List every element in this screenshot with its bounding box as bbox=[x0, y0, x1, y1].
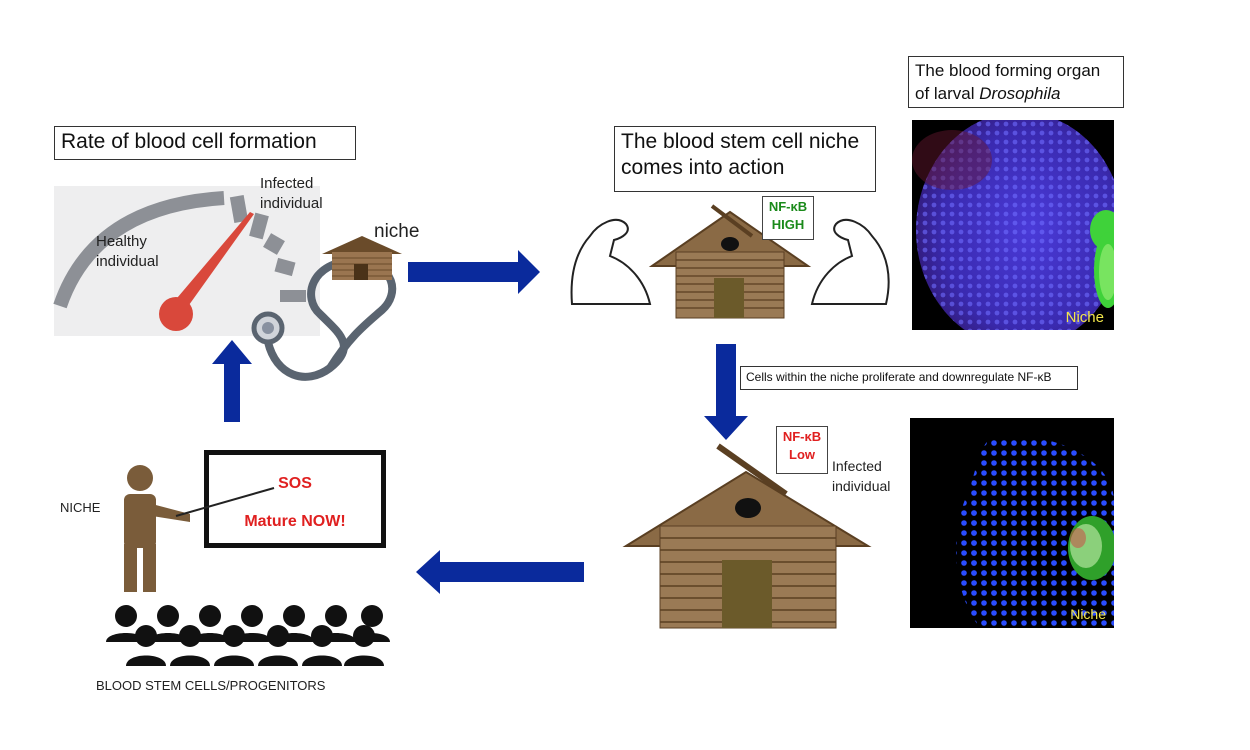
nfkb-low-badge: NF-κB Low bbox=[776, 426, 828, 474]
niche-label-bottom: Niche bbox=[1070, 606, 1106, 622]
board-line-sos: SOS bbox=[278, 475, 312, 492]
arrow-down bbox=[704, 344, 748, 440]
hut-strong-icon bbox=[648, 204, 812, 319]
organ-title-species: Drosophila bbox=[979, 84, 1061, 103]
nfkb-low-text: NF-κB Low bbox=[782, 429, 822, 462]
audience-label: BLOOD STEM CELLS/PROGENITORS bbox=[96, 678, 326, 693]
audience-icon bbox=[106, 605, 390, 666]
organ-title: The blood forming organ of larval Drosop… bbox=[908, 56, 1124, 108]
organ-title-prefix: The blood forming organ of larval bbox=[915, 61, 1101, 103]
teacher-icon bbox=[124, 465, 190, 592]
micrograph-top: Niche bbox=[912, 120, 1114, 330]
niche-label-classroom: NICHE bbox=[60, 500, 101, 515]
pointer bbox=[175, 487, 275, 517]
infected-label-top: Infected individual bbox=[260, 175, 323, 212]
process-caption: Cells within the niche proliferate and d… bbox=[740, 366, 1078, 390]
infected-label-bottom: Infected individual bbox=[832, 458, 891, 494]
small-hut-icon bbox=[322, 236, 402, 280]
micrograph-bottom: Niche bbox=[910, 418, 1114, 628]
gauge-needle bbox=[172, 212, 254, 312]
arrow-up bbox=[212, 340, 252, 422]
board-line-mature: Mature NOW! bbox=[244, 513, 346, 530]
flexed-arms-icon bbox=[570, 218, 890, 305]
gauge-title: Rate of blood cell formation bbox=[54, 126, 356, 160]
healthy-label: Healthy individual bbox=[96, 233, 159, 270]
speedometer bbox=[53, 191, 306, 331]
nfkb-high-badge: NF-κB HIGH bbox=[762, 196, 814, 240]
nfkb-high-text: NF-κB HIGH bbox=[768, 199, 808, 232]
niche-label-top: Niche bbox=[1065, 309, 1104, 326]
hut-calm-icon bbox=[622, 443, 872, 629]
arrow-right bbox=[408, 250, 540, 294]
niche-action-title: The blood stem cell niche comes into act… bbox=[614, 126, 876, 192]
niche-label-small: niche bbox=[374, 221, 420, 242]
arrow-left bbox=[416, 550, 584, 594]
